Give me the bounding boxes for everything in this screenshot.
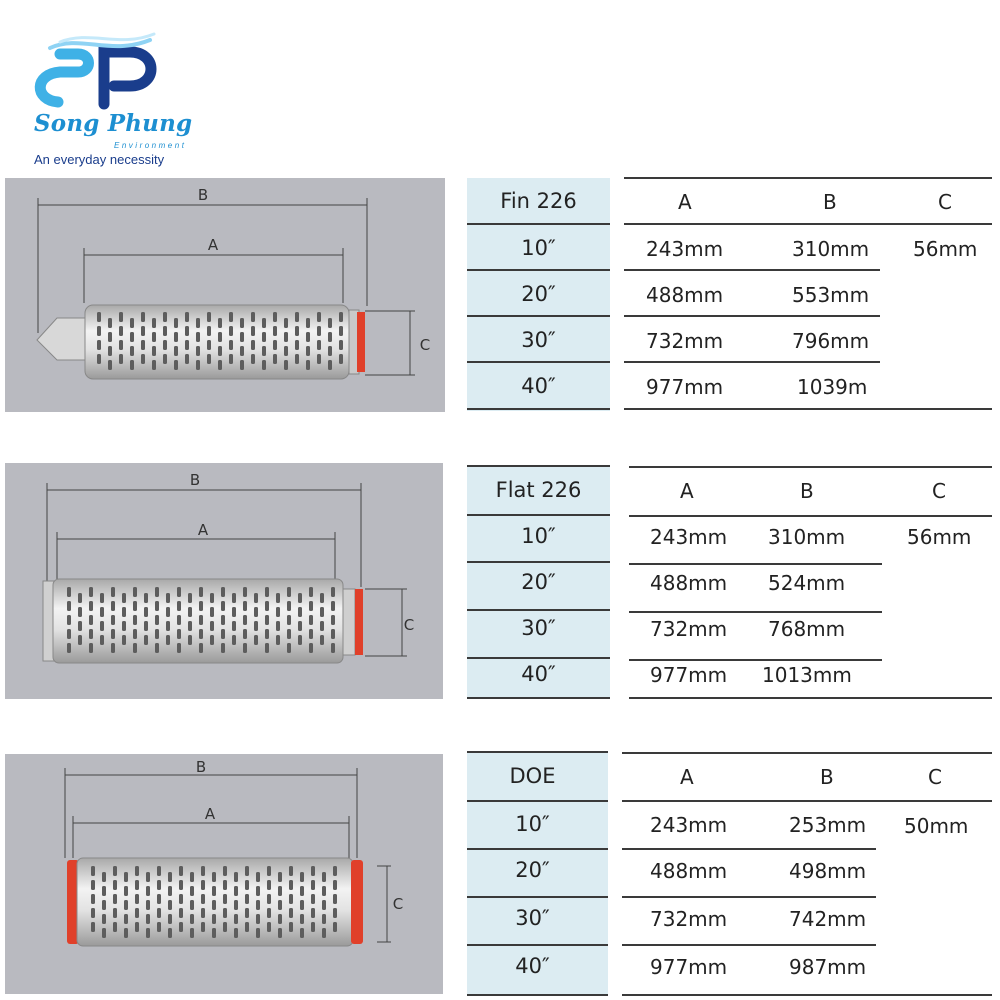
model-column: [467, 178, 610, 411]
value-a: 977mm: [646, 375, 724, 399]
size-cell: 30″: [521, 616, 556, 640]
model-column: [467, 466, 610, 698]
value-a: 488mm: [646, 283, 724, 307]
brand-sub: Environment: [114, 141, 187, 150]
value-b: 1039m: [797, 375, 868, 399]
model-name: Flat 226: [495, 478, 582, 502]
header-a: A: [678, 190, 692, 214]
dim-b-label: B: [198, 186, 208, 204]
value-b: 253mm: [789, 813, 867, 837]
value-b: 1013mm: [762, 663, 852, 687]
header-c: C: [932, 479, 946, 503]
brand-tagline: An everyday necessity: [34, 152, 165, 167]
brand-name: Song Phung: [34, 110, 193, 137]
value-a: 977mm: [650, 663, 728, 687]
dim-a-label: A: [208, 236, 219, 254]
dim-a-label: A: [205, 805, 216, 823]
value-b: 742mm: [789, 907, 867, 931]
dim-b-label: B: [190, 471, 200, 489]
value-b: 796mm: [792, 329, 870, 353]
size-cell: 40″: [515, 954, 550, 978]
size-cell: 40″: [521, 662, 556, 686]
header-b: B: [800, 479, 814, 503]
dim-c-label: C: [420, 336, 430, 354]
dim-b-label: B: [196, 758, 206, 776]
value-b: 310mm: [768, 525, 846, 549]
dim-c-label: C: [404, 616, 414, 634]
model-name: Fin 226: [500, 189, 577, 213]
size-cell: 20″: [521, 570, 556, 594]
value-b: 553mm: [792, 283, 870, 307]
diagram-fin-226: B A C: [5, 178, 445, 412]
diagram-flat-226: B A C: [5, 463, 443, 699]
value-b: 524mm: [768, 571, 846, 595]
header-a: A: [680, 479, 694, 503]
value-b: 987mm: [789, 955, 867, 979]
size-cell: 40″: [521, 374, 556, 398]
value-a: 977mm: [650, 955, 728, 979]
header-b: B: [823, 190, 837, 214]
diagram-doe: B A C: [5, 754, 443, 994]
value-a: 243mm: [646, 237, 724, 261]
value-a: 488mm: [650, 859, 728, 883]
value-c: 56mm: [913, 237, 978, 261]
dim-c-label: C: [393, 895, 403, 913]
value-a: 243mm: [650, 525, 728, 549]
value-a: 732mm: [650, 907, 728, 931]
value-a: 488mm: [650, 571, 728, 595]
value-b: 498mm: [789, 859, 867, 883]
value-b: 768mm: [768, 617, 846, 641]
size-cell: 20″: [521, 282, 556, 306]
header-b: B: [820, 765, 834, 789]
model-name: DOE: [509, 764, 556, 788]
size-cell: 10″: [515, 812, 550, 836]
brand-logo: Song Phung Environment An everyday neces…: [30, 30, 210, 170]
value-b: 310mm: [792, 237, 870, 261]
value-c: 56mm: [907, 525, 972, 549]
header-a: A: [680, 765, 694, 789]
logo-mark-icon: [34, 32, 157, 110]
size-cell: 30″: [515, 906, 550, 930]
header-c: C: [938, 190, 952, 214]
size-cell: 20″: [515, 858, 550, 882]
size-cell: 10″: [521, 524, 556, 548]
header-c: C: [928, 765, 942, 789]
size-cell: 30″: [521, 328, 556, 352]
size-cell: 10″: [521, 236, 556, 260]
dim-a-label: A: [198, 521, 209, 539]
value-a: 243mm: [650, 813, 728, 837]
value-c: 50mm: [904, 814, 969, 838]
model-column: [467, 752, 608, 996]
value-a: 732mm: [650, 617, 728, 641]
value-a: 732mm: [646, 329, 724, 353]
